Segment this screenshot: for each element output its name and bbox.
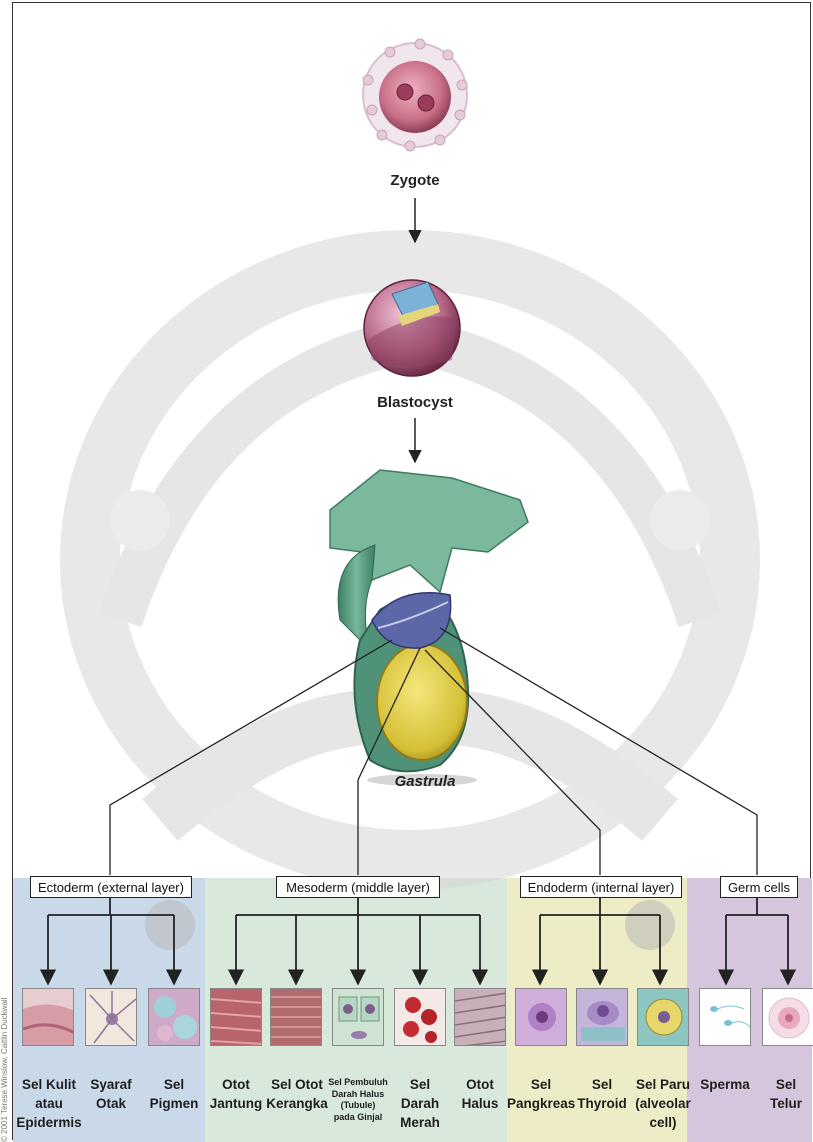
cell-label-red-blood-cell: Sel Darah Merah <box>392 1075 448 1132</box>
cell-label-lung-alveolar: Sel Paru (alveolar cell) <box>632 1075 694 1132</box>
cell-label-cardiac-muscle: Otot Jantung <box>205 1075 267 1113</box>
epidermis-thumbnail <box>22 988 74 1046</box>
cardiac-muscle-thumbnail <box>210 988 262 1046</box>
red-blood-cell-thumbnail <box>394 988 446 1046</box>
cell-label-pancreas: Sel Pangkreas <box>507 1075 575 1113</box>
sperm-thumbnail <box>699 988 751 1046</box>
cell-label-smooth-muscle: Otot Halus <box>452 1075 508 1113</box>
zygote-illustration <box>363 39 467 151</box>
cell-label-epidermis: Sel Kulit atau Epidermis <box>14 1075 84 1132</box>
cell-label-thyroid: Sel Thyroid <box>573 1075 631 1113</box>
kidney-tubule-thumbnail <box>332 988 384 1046</box>
pigment-cell-thumbnail <box>148 988 200 1046</box>
cell-label-kidney-tubule: Sel Pembuluh Darah Halus (Tubule) pada G… <box>326 1077 390 1123</box>
endoderm-label: Endoderm (internal layer) <box>520 876 682 898</box>
blastocyst-label: Blastocyst <box>355 394 475 411</box>
gastrula-label: Gastrula <box>370 773 480 790</box>
zygote-label: Zygote <box>365 172 465 189</box>
mesoderm-label: Mesoderm (middle layer) <box>276 876 440 898</box>
pancreas-cell-thumbnail <box>515 988 567 1046</box>
cell-label-pigment: Sel Pigmen <box>145 1075 203 1113</box>
egg-cell-thumbnail <box>762 988 813 1046</box>
cell-label-egg: Sel Telur <box>758 1075 813 1113</box>
cell-label-brain-nerve: Syaraf Otak <box>82 1075 140 1113</box>
image-credit: © 2001 Terese Winslow, Caitlin Duckwall <box>0 912 9 1142</box>
cell-label-skeletal-muscle: Sel Otot Kerangka <box>266 1075 328 1113</box>
germ-cells-label: Germ cells <box>720 876 798 898</box>
cell-label-sperm: Sperma <box>694 1075 756 1094</box>
thyroid-cell-thumbnail <box>576 988 628 1046</box>
skeletal-muscle-thumbnail <box>270 988 322 1046</box>
brain-nerve-thumbnail <box>85 988 137 1046</box>
lung-alveolar-cell-thumbnail <box>637 988 689 1046</box>
smooth-muscle-thumbnail <box>454 988 506 1046</box>
ectoderm-label: Ectoderm (external layer) <box>30 876 192 898</box>
blastocyst-illustration <box>364 280 460 376</box>
